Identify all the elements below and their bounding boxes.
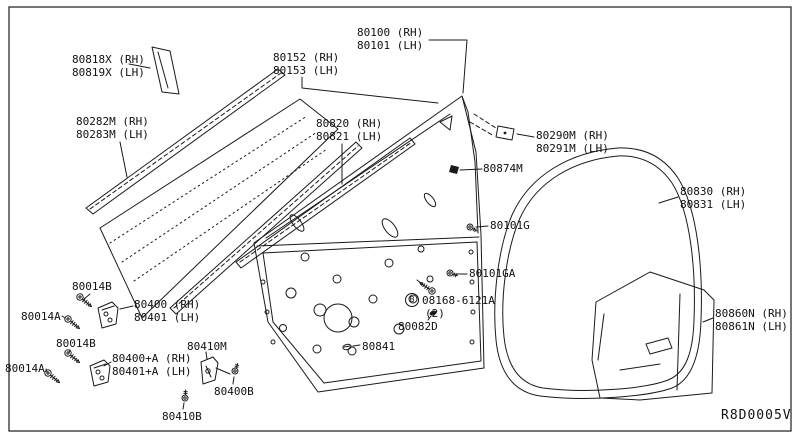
part-label-80874m: 80874M bbox=[483, 162, 523, 175]
plug-80841-art bbox=[342, 343, 352, 351]
part-number: 80101GA bbox=[469, 267, 516, 280]
part-label-80410m: 80410M bbox=[187, 340, 227, 353]
part-number: 80819X (LH) bbox=[72, 66, 145, 79]
part-number: 80282M (RH) bbox=[76, 115, 149, 128]
bolt-80410b-art bbox=[181, 389, 190, 402]
part-number: 80014B bbox=[72, 280, 112, 293]
leader-lines bbox=[45, 39, 714, 410]
part-number: 80820 (RH) bbox=[316, 117, 383, 130]
part-number: 08168-6121A bbox=[422, 293, 495, 307]
part-number: 80410M bbox=[187, 340, 227, 353]
part-number: 80152 (RH) bbox=[273, 51, 340, 64]
part-number: 80014B bbox=[56, 337, 96, 350]
door-holes-art bbox=[260, 192, 476, 356]
part-number: 80401 (LH) bbox=[134, 311, 201, 324]
part-label-80290m: 80290M (RH) 80291M (LH) bbox=[536, 129, 609, 155]
part-number: 80291M (LH) bbox=[536, 142, 609, 155]
door-skin-art bbox=[99, 98, 339, 319]
screw-80014b-upper-art bbox=[74, 291, 95, 310]
part-label-80830: 80830 (RH) 80831 (LH) bbox=[680, 185, 746, 211]
part-label-80014b-upper: 80014B bbox=[72, 280, 112, 293]
part-label-80400: 80400 (RH) 80401 (LH) bbox=[134, 298, 200, 324]
sealing-screen-art bbox=[591, 271, 715, 401]
grommet-80874m-art bbox=[449, 165, 459, 174]
part-number: 80400+A (RH) bbox=[112, 352, 192, 365]
part-label-80282m: 80282M (RH) 80283M (LH) bbox=[76, 115, 149, 141]
part-number: 80400B bbox=[214, 385, 254, 398]
part-number: 80014A bbox=[5, 362, 45, 375]
part-number: 80101 (LH) bbox=[357, 39, 424, 52]
part-label-80014a-upper: 80014A bbox=[21, 310, 61, 323]
part-number: 80861N (LH) bbox=[715, 320, 788, 333]
clip-80082d-art bbox=[429, 310, 437, 316]
bolt-80400b-art bbox=[230, 361, 242, 376]
lower-molding-art bbox=[169, 141, 363, 315]
part-label-80100: 80100 (RH) 80101 (LH) bbox=[357, 26, 423, 52]
part-label-80818x: 80818X (RH) 80819X (LH) bbox=[72, 53, 145, 79]
part-label-08168-6121a: B 08168-6121A (2) bbox=[405, 293, 495, 320]
hinge-upper-art bbox=[97, 301, 119, 329]
part-label-80152: 80152 (RH) 80153 (LH) bbox=[273, 51, 339, 77]
part-label-80014b-lower: 80014B bbox=[56, 337, 96, 350]
circled-b-badge: B bbox=[405, 293, 419, 307]
part-label-80082d: 80082D bbox=[398, 320, 438, 333]
hinge-lower-art bbox=[89, 359, 111, 387]
part-label-80820: 80820 (RH) 80821 (LH) bbox=[316, 117, 382, 143]
diagram-ref-code: R8D0005V bbox=[721, 408, 792, 423]
part-label-80400b: 80400B bbox=[214, 385, 254, 398]
part-quantity: (2) bbox=[425, 307, 445, 320]
sail-trim-art bbox=[151, 46, 180, 95]
part-number: 80283M (LH) bbox=[76, 128, 149, 141]
part-number: 80830 (RH) bbox=[680, 185, 747, 198]
part-label-80410b: 80410B bbox=[162, 410, 202, 423]
clip-80290m-art bbox=[469, 113, 515, 141]
part-number: 80841 bbox=[362, 340, 396, 353]
part-number: 80410B bbox=[162, 410, 202, 423]
part-number: 80014A bbox=[21, 310, 61, 323]
part-number: 80860N (RH) bbox=[715, 307, 788, 320]
part-number: 80874M bbox=[483, 162, 523, 175]
bolt-80101g-art bbox=[465, 222, 479, 235]
part-number: 80821 (LH) bbox=[316, 130, 383, 143]
part-number: 80290M (RH) bbox=[536, 129, 609, 142]
part-label-80860n: 80860N (RH) 80861N (LH) bbox=[715, 307, 788, 333]
part-number: 80153 (LH) bbox=[273, 64, 340, 77]
part-number: 80400 (RH) bbox=[134, 298, 201, 311]
part-label-80101ga: 80101GA bbox=[469, 267, 515, 280]
door-assembly-art bbox=[253, 95, 485, 393]
belt-molding-art bbox=[85, 68, 286, 215]
diagram-border bbox=[8, 6, 792, 432]
part-number: 80101G bbox=[490, 219, 530, 232]
part-number: 80831 (LH) bbox=[680, 198, 747, 211]
part-label-80841: 80841 bbox=[362, 340, 395, 353]
part-number: 80818X (RH) bbox=[72, 53, 145, 66]
screw-80014a-upper-art bbox=[62, 313, 83, 332]
part-number: 80100 (RH) bbox=[357, 26, 424, 39]
part-label-80014a-lower: 80014A bbox=[5, 362, 45, 375]
weatherstrip-ring-art bbox=[494, 147, 702, 399]
part-label-80400a: 80400+A (RH) 80401+A (LH) bbox=[112, 352, 191, 378]
screw-08168-art bbox=[416, 279, 437, 296]
door-check-art bbox=[200, 356, 231, 385]
part-label-80101g: 80101G bbox=[490, 219, 530, 232]
part-number: 80401+A (LH) bbox=[112, 365, 192, 378]
glass-run-art bbox=[235, 137, 416, 269]
screw-80014b-lower-art bbox=[62, 347, 83, 366]
part-number: 80082D bbox=[398, 320, 438, 333]
